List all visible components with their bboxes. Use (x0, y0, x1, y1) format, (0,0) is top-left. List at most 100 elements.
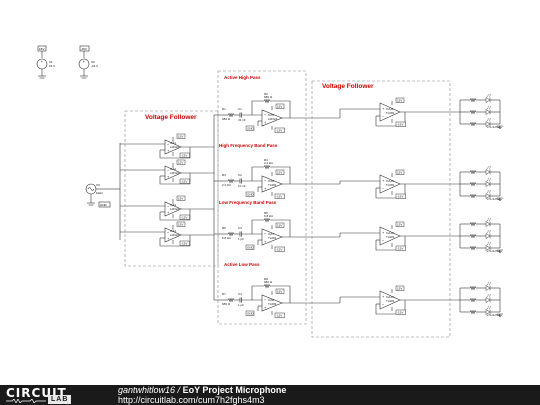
opamp-oa7-name: OA7 (268, 232, 274, 236)
capacitor-c4-value: 1 µF (238, 303, 244, 307)
opamp-minus-sign: − (382, 114, 385, 119)
led-emission (488, 229, 492, 234)
led-emission (488, 281, 492, 286)
led-diode (485, 193, 491, 199)
power-tag-pos: 15V (277, 224, 282, 228)
power-tag-neg-box (274, 193, 285, 199)
resistor-r7-name: R7 (222, 292, 226, 296)
feedback-wire (251, 285, 264, 300)
opamp-plus-sign: + (167, 174, 170, 179)
power-tag-pos: 15V (178, 197, 183, 201)
footer-bar: CIRCUIT LAB gantwhitlow16 / EoY Project … (0, 385, 540, 405)
power-tag-neg-box (274, 312, 285, 318)
opamp-oa7-model: TL081 (268, 236, 277, 240)
opamp-minus-sign: − (382, 302, 385, 307)
power-tag-neg: -15V (181, 242, 187, 246)
opamp-oa5-model: LM324 (268, 117, 278, 121)
capacitor-c1-name: C1 (238, 107, 242, 111)
led-emission (486, 241, 490, 246)
power-tag-pos: 15V (277, 105, 282, 109)
power-tag-neg: -15V (276, 314, 282, 318)
power-tag-pos-box (275, 169, 285, 175)
opamp-minus-sign: − (264, 178, 267, 183)
power-tag-gnd: GND (247, 246, 255, 250)
led-emission (488, 117, 492, 122)
led-emission (488, 241, 492, 246)
footer-url[interactable]: http://circuitlab.com/cum7h2fghs4m3 (118, 395, 265, 405)
opamp-oa11 (379, 102, 401, 122)
logo-wave-icon (6, 399, 46, 403)
opamp-oa6-name: OA6 (268, 179, 274, 183)
power-tag-neg-box (179, 214, 190, 220)
opamp-body (261, 294, 283, 312)
power-tag-gnd-box (245, 125, 255, 131)
feedback-wire (270, 100, 291, 118)
power-tag-pos-box (176, 221, 186, 227)
footer-author[interactable]: gantwhitlow16 (118, 385, 176, 395)
led-diode (485, 245, 491, 251)
opamp-plus-sign: + (382, 106, 385, 111)
capacitor-c3-value: 1 µF (238, 237, 244, 241)
led-resistor (469, 181, 477, 187)
opamp-body (261, 228, 283, 246)
led-emission (486, 93, 490, 98)
power-tag-pos: 15V (397, 171, 402, 175)
power-tag-pos-box (395, 169, 405, 175)
power-tag-neg-box (179, 152, 190, 158)
supply-v2-value: -15 V (91, 64, 98, 68)
supply-v1-name: V1 (49, 60, 53, 64)
led-emission (486, 293, 490, 298)
circuitlab-logo[interactable]: CIRCUIT LAB (4, 385, 84, 405)
led-ground (497, 197, 503, 201)
led-emission (488, 177, 492, 182)
opamp-plus-sign: + (167, 236, 170, 241)
opamp-oa11-model: TL081 (386, 111, 395, 115)
resistor-r6-value: 6.8 kΩ (264, 214, 274, 218)
opamp-minus-sign: − (264, 297, 267, 302)
label-voltage-follower-left: Voltage Follower (145, 114, 197, 121)
led-emission (488, 305, 492, 310)
led-ground (497, 125, 503, 129)
follower-feedback (159, 235, 191, 247)
led-emission (488, 293, 492, 298)
led-diode (485, 109, 491, 115)
led-model-label: LTL-4HTEB (487, 197, 501, 201)
led-resistor (469, 221, 477, 227)
led-ground (497, 249, 503, 253)
led-diode (485, 169, 491, 175)
opamp-body (261, 109, 283, 127)
led-emission (486, 165, 490, 170)
opamp-oa12-name: OA12 (386, 231, 394, 235)
power-tag-pos: 15V (397, 223, 402, 227)
opamp-oa7 (261, 228, 283, 246)
power-tag-gnd-box (245, 244, 255, 250)
led-resistor (469, 297, 477, 303)
power-tag-pos: 15V (178, 223, 183, 227)
power-tag-pos: 15V (277, 290, 282, 294)
opamp-body (164, 165, 182, 181)
resistor-r4 (263, 164, 271, 170)
led-resistor (469, 245, 477, 251)
source-v3-value: 1kHz (96, 191, 103, 195)
opamp-body (261, 175, 283, 193)
capacitor-c3-name: C3 (238, 226, 242, 230)
led-resistor (469, 309, 477, 315)
power-tag-pos: 15V (178, 161, 183, 165)
opamp-minus-sign: − (167, 204, 170, 209)
led-resistor (469, 109, 477, 115)
capacitor-c2-name: C2 (238, 173, 242, 177)
power-tag-pos: 15V (397, 99, 402, 103)
led-emission (488, 165, 492, 170)
supply-v2-node: -15V (81, 47, 87, 51)
box-voltage-follower-left (124, 110, 219, 267)
led-model-label: LTL-4HTEB (487, 249, 501, 253)
power-tag-pos-box (176, 195, 186, 201)
resistor-r5 (227, 231, 235, 237)
capacitor-c2-value: 10 nF (238, 184, 246, 188)
supply-v1-value: 15 V (49, 64, 55, 68)
resistor-r7 (227, 297, 235, 303)
opamp-oa6 (261, 175, 283, 193)
feedback-wire (270, 166, 291, 184)
opamp-oa11-name: OA11 (386, 107, 394, 111)
power-tag-neg: -15V (276, 129, 282, 133)
